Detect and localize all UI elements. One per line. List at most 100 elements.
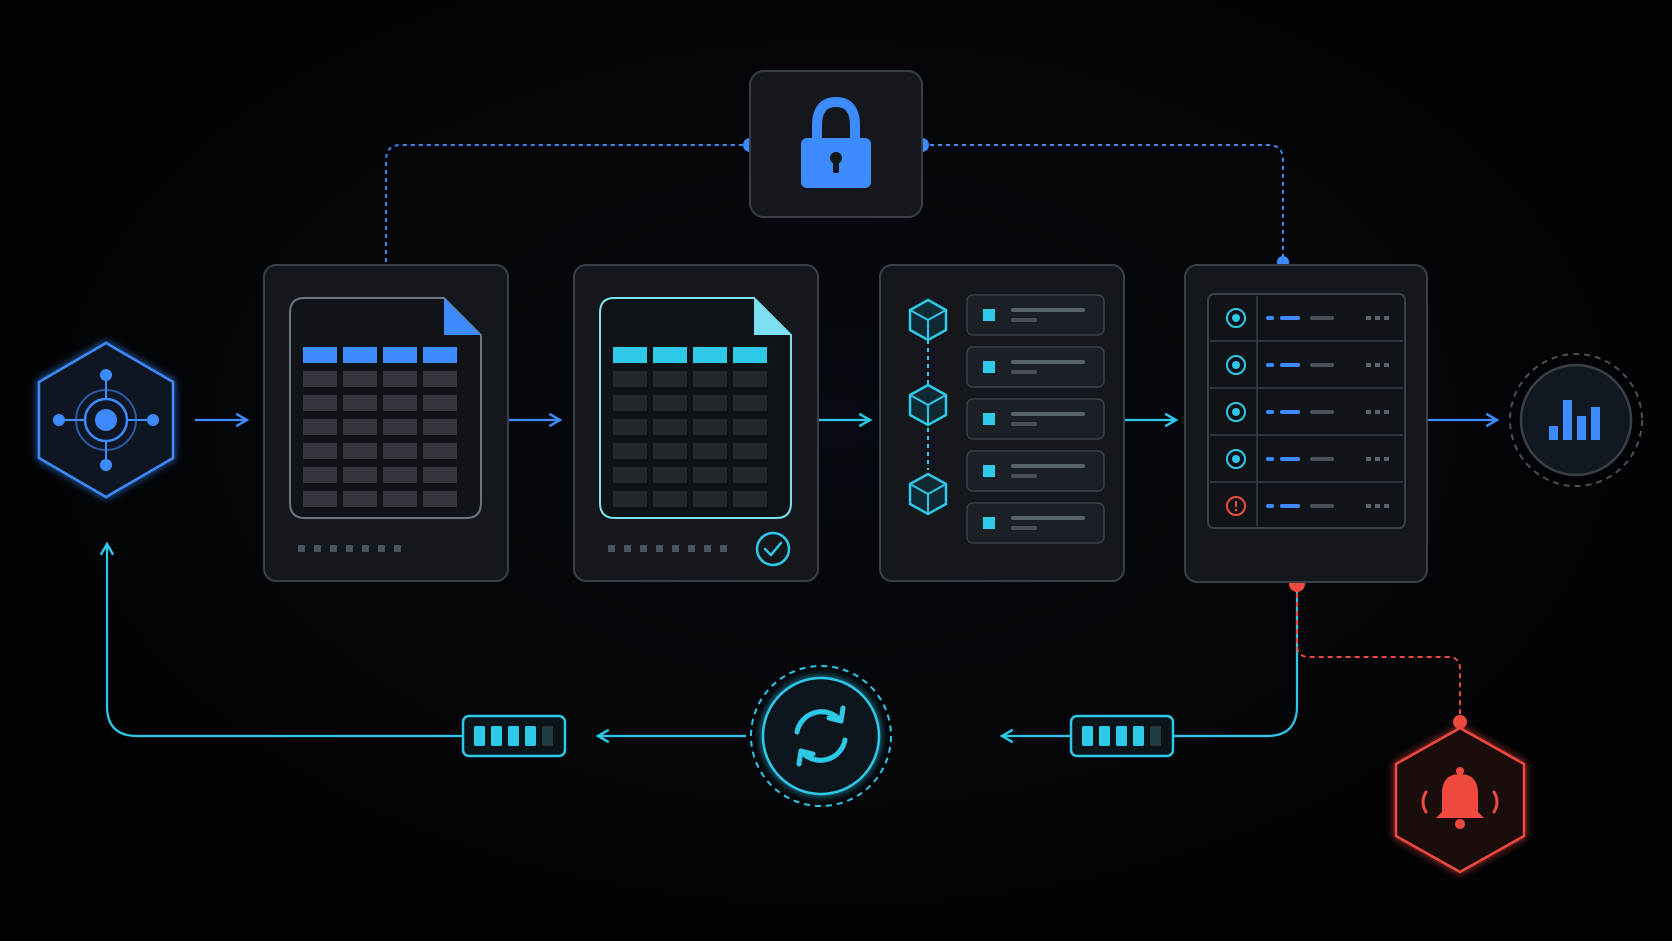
bar-chart-icon: [1549, 400, 1600, 440]
validated-table-panel[interactable]: [573, 264, 819, 582]
list-item: [966, 450, 1105, 492]
source-hub-node[interactable]: [37, 341, 175, 499]
table-cell: [613, 371, 647, 387]
cube-column: [908, 298, 948, 516]
table-cell: [733, 371, 767, 387]
table-cell: [343, 371, 377, 387]
row-dot: [1366, 457, 1371, 461]
alert-link-dot: [1453, 715, 1467, 729]
server-row: [1210, 340, 1403, 375]
spreadsheet-file-icon: [599, 297, 792, 519]
progress-dot: [330, 545, 337, 552]
table-cell: [303, 491, 337, 507]
row-dot: [1375, 316, 1380, 320]
table-cell: [613, 491, 647, 507]
table-cell: [693, 395, 727, 411]
list-item-line: [1011, 318, 1037, 322]
ok-status-icon: [1226, 355, 1246, 375]
buffer-cell: [1150, 726, 1161, 746]
table-cell: [693, 467, 727, 483]
table-cell: [303, 467, 337, 483]
list-item-marker: [983, 465, 995, 477]
block-list-panel[interactable]: [879, 264, 1125, 582]
list-item: [966, 294, 1105, 336]
security-lock-node[interactable]: [749, 70, 923, 218]
row-dot: [1375, 457, 1380, 461]
row-dot: [1384, 410, 1389, 414]
table-cell: [423, 491, 457, 507]
buffer-cell: [542, 726, 553, 746]
block-list: [966, 294, 1105, 544]
buffer-cell: [1116, 726, 1127, 746]
ok-status-dot: [1232, 408, 1240, 416]
table-grid: [613, 347, 767, 507]
table-cell: [613, 443, 647, 459]
buffer-cell: [1082, 726, 1093, 746]
refresh-icon: [794, 705, 848, 767]
progress-dot: [394, 545, 401, 552]
raw-table-panel[interactable]: [263, 264, 509, 582]
row-line: [1310, 504, 1334, 508]
progress-dot: [704, 545, 711, 552]
server-row: [1226, 308, 1389, 328]
connectors: [99, 138, 1500, 744]
progress-dot: [346, 545, 353, 552]
list-item: [966, 398, 1105, 440]
progress-dot: [378, 545, 385, 552]
spreadsheet-file-icon: [289, 297, 482, 519]
table-cell: [343, 419, 377, 435]
ok-status-dot: [1232, 361, 1240, 369]
server-row: [1210, 434, 1403, 469]
alert-node[interactable]: [1394, 726, 1526, 874]
table-cell: [653, 371, 687, 387]
progress-dot: [640, 545, 647, 552]
row-line: [1280, 457, 1300, 461]
cube-icon: [908, 298, 948, 342]
list-item-line: [1011, 526, 1037, 530]
buffer-right[interactable]: [1069, 714, 1175, 758]
row-line: [1266, 504, 1274, 508]
row-dot: [1366, 363, 1371, 367]
progress-dot: [720, 545, 727, 552]
table-cell: [343, 491, 377, 507]
list-item-box: [966, 398, 1105, 440]
list-item-line: [1011, 360, 1085, 364]
row-dot: [1384, 363, 1389, 367]
bell-icon: [1421, 767, 1499, 829]
error-status-mark: [1234, 508, 1238, 512]
lock-icon: [801, 96, 871, 188]
table-cell: [733, 491, 767, 507]
table-cell: [423, 371, 457, 387]
table-cell: [613, 395, 647, 411]
feedback-line-left: [99, 541, 462, 738]
progress-dot: [362, 545, 369, 552]
buffer-left[interactable]: [461, 714, 567, 758]
table-cell: [383, 467, 417, 483]
table-header-cell: [303, 347, 337, 363]
list-item-line: [1011, 370, 1037, 374]
row-line: [1266, 457, 1274, 461]
list-item-box: [966, 346, 1105, 388]
table-cell: [693, 491, 727, 507]
row-line: [1280, 504, 1300, 508]
list-item-line: [1011, 464, 1085, 468]
table-cell: [733, 419, 767, 435]
sync-node[interactable]: [750, 665, 892, 807]
list-item-line: [1011, 516, 1085, 520]
table-cell: [383, 491, 417, 507]
table-header-cell: [653, 347, 687, 363]
list-item-marker: [983, 361, 995, 373]
table-cell: [303, 419, 337, 435]
table-cell: [693, 443, 727, 459]
analytics-node[interactable]: [1509, 353, 1643, 487]
list-item-marker: [983, 413, 995, 425]
table-cell: [383, 371, 417, 387]
server-rack-panel[interactable]: [1184, 264, 1428, 583]
list-item: [966, 502, 1105, 544]
buffer-cell: [508, 726, 519, 746]
table-header-cell: [613, 347, 647, 363]
row-line: [1266, 410, 1274, 414]
progress-dot: [298, 545, 305, 552]
list-item-line: [1011, 422, 1037, 426]
ok-status-dot: [1232, 455, 1240, 463]
